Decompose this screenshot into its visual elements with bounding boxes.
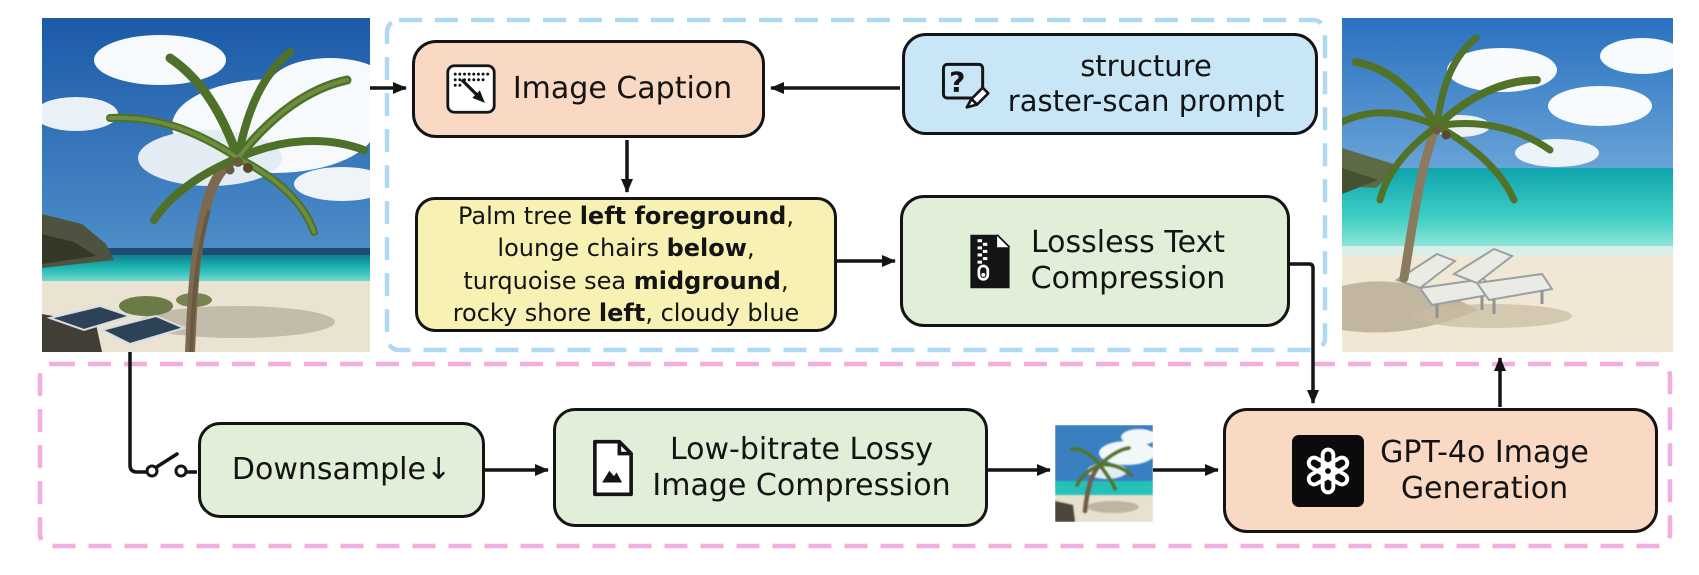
reconstructed-beach-photo	[1342, 18, 1673, 352]
zip-file-icon	[965, 233, 1015, 290]
downsample-node: Downsample↓	[198, 422, 485, 518]
structure-prompt-label: structure raster-scan prompt	[1007, 49, 1285, 118]
svg-text:?: ?	[949, 65, 965, 98]
image-caption-label: Image Caption	[512, 71, 733, 106]
lossy-image-compression-label: Low-bitrate Lossy Image Compression	[652, 431, 951, 503]
downsampled-thumbnail-art	[1055, 425, 1153, 522]
downsampled-thumbnail-photo	[1055, 425, 1153, 522]
lossless-text-compression-node: Lossless Text Compression	[900, 195, 1290, 327]
structure-prompt-node: ? structure raster-scan prompt	[902, 33, 1318, 135]
lossless-text-compression-label: Lossless Text Compression	[1030, 225, 1226, 296]
caption-text-node: Palm tree left foreground,lounge chairs …	[415, 197, 837, 332]
image-file-icon	[590, 439, 636, 497]
switch-icon	[145, 464, 188, 478]
gpt4o-generation-label: GPT-4o Image Generation	[1380, 434, 1589, 506]
reconstructed-beach-photo-art	[1342, 18, 1673, 352]
original-beach-photo	[42, 18, 370, 352]
openai-logo	[1292, 434, 1365, 507]
switch-blade	[153, 452, 179, 470]
lossy-image-compression-node: Low-bitrate Lossy Image Compression	[553, 408, 988, 527]
raster-scan-arrow-icon	[445, 63, 497, 115]
original-beach-photo-art	[42, 18, 370, 352]
downsample-label: Downsample↓	[231, 452, 452, 487]
gpt4o-generation-node: GPT-4o Image Generation	[1223, 408, 1658, 533]
arrow-lossless-to-gpt	[1290, 262, 1319, 404]
note-question-pencil-icon: ?	[936, 56, 992, 112]
image-caption-node: Image Caption	[412, 40, 765, 138]
wire-original-to-switch	[128, 352, 147, 474]
